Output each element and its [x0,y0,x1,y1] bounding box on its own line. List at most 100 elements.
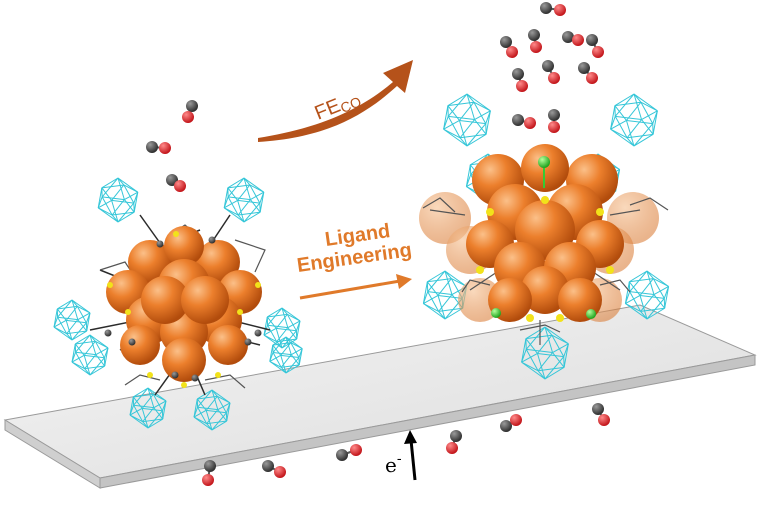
co-molecule [562,31,584,46]
co-molecule [166,174,186,192]
right-cluster [419,93,670,380]
sulfur-atom [181,382,187,388]
co-molecule [336,444,362,461]
sulfur-atom [606,266,614,274]
electron-charge: - [397,451,402,467]
sulfur-atom [147,372,153,378]
chlorine-atom [586,309,596,319]
ligand-chain [234,239,266,273]
carbon-atom [528,29,540,41]
co-molecule [528,29,542,53]
carbon-atom [104,329,112,337]
oxygen-atom [524,117,536,129]
bond [429,209,466,216]
carborane-cage [53,299,91,341]
carbon-atom [500,420,512,432]
oxygen-atom [446,442,458,454]
ligand-chain [599,279,631,293]
carborane-cage [624,270,670,320]
sulfur-atom [237,309,243,315]
sulfur-atom [107,282,113,288]
carborane-cage [129,387,167,429]
gold-atom [141,276,189,324]
carbon-atom [336,449,348,461]
carborane-cage [422,270,468,320]
gold-atom [162,338,206,382]
carbon-atom [540,2,552,14]
oxygen-atom [530,41,542,53]
oxygen-atom [182,111,194,123]
ligand-engineering-arrow: Ligand Engineering [296,220,413,300]
co-molecule [262,460,286,478]
ligand-chain [519,324,561,333]
sulfur-atom [215,372,221,378]
sulfur-atom [255,282,261,288]
oxygen-atom [510,414,522,426]
fe-subscript: CO [338,93,364,116]
co-molecule [586,34,604,58]
electron-e: e [385,453,397,477]
carborane-cage [193,389,231,431]
carbon-atom [578,62,590,74]
sulfur-atom [556,314,564,322]
oxygen-atom [554,4,566,16]
carbon-atom [186,100,198,112]
oxygen-atom [350,444,362,456]
carborane-cage [97,177,139,223]
gold-atom [181,276,229,324]
oxygen-atom [548,121,560,133]
oxygen-atom [598,414,610,426]
oxygen-atom [174,180,186,192]
gold-atom [120,325,160,365]
carborane-cage [269,336,303,374]
co-molecule [512,68,528,92]
co-molecules [146,2,610,486]
oxygen-atom [274,466,286,478]
sulfur-atom [125,309,131,315]
sulfur-atom [173,231,179,237]
co-molecule [592,403,610,426]
left-cluster [53,177,303,431]
carborane-cage [443,93,491,147]
electron-label: e- [385,451,402,477]
co-molecule [182,100,198,123]
carbon-atom [592,403,604,415]
oxygen-atom [572,34,584,46]
electrode-plate [3,304,757,489]
electron-arrow: e- [385,430,417,481]
co-molecule [500,36,518,58]
co-molecule [500,414,522,432]
chlorine-atom [491,308,501,318]
sulfur-atom [476,266,484,274]
carbon-atom [512,68,524,80]
chlorine-atom [538,156,550,168]
oxygen-atom [159,142,171,154]
carbon-atom [512,114,524,126]
oxygen-atom [548,72,560,84]
ligand-chain [124,374,161,386]
carbon-atom [450,430,462,442]
co-molecule [540,2,566,16]
co-molecule [446,430,462,454]
carbon-atom [156,240,164,248]
carbon-atom [562,31,574,43]
carborane-cage [71,334,109,376]
carbon-atom [191,374,199,382]
carbon-atom [128,338,136,346]
carbon-atom [204,460,216,472]
carbon-atom [208,236,216,244]
co-molecule [542,60,560,84]
gold-atom [208,325,248,365]
carbon-atom [548,109,560,121]
ligand-chain [204,374,246,389]
co-molecule [548,109,560,133]
sulfur-atom [596,208,604,216]
gold-atom [521,266,569,314]
carbon-atom [254,329,262,337]
carborane-cage [223,177,265,223]
carbon-atom [500,36,512,48]
carborane-cage [610,93,658,147]
co-molecule [512,114,536,129]
co-molecule [202,460,216,486]
